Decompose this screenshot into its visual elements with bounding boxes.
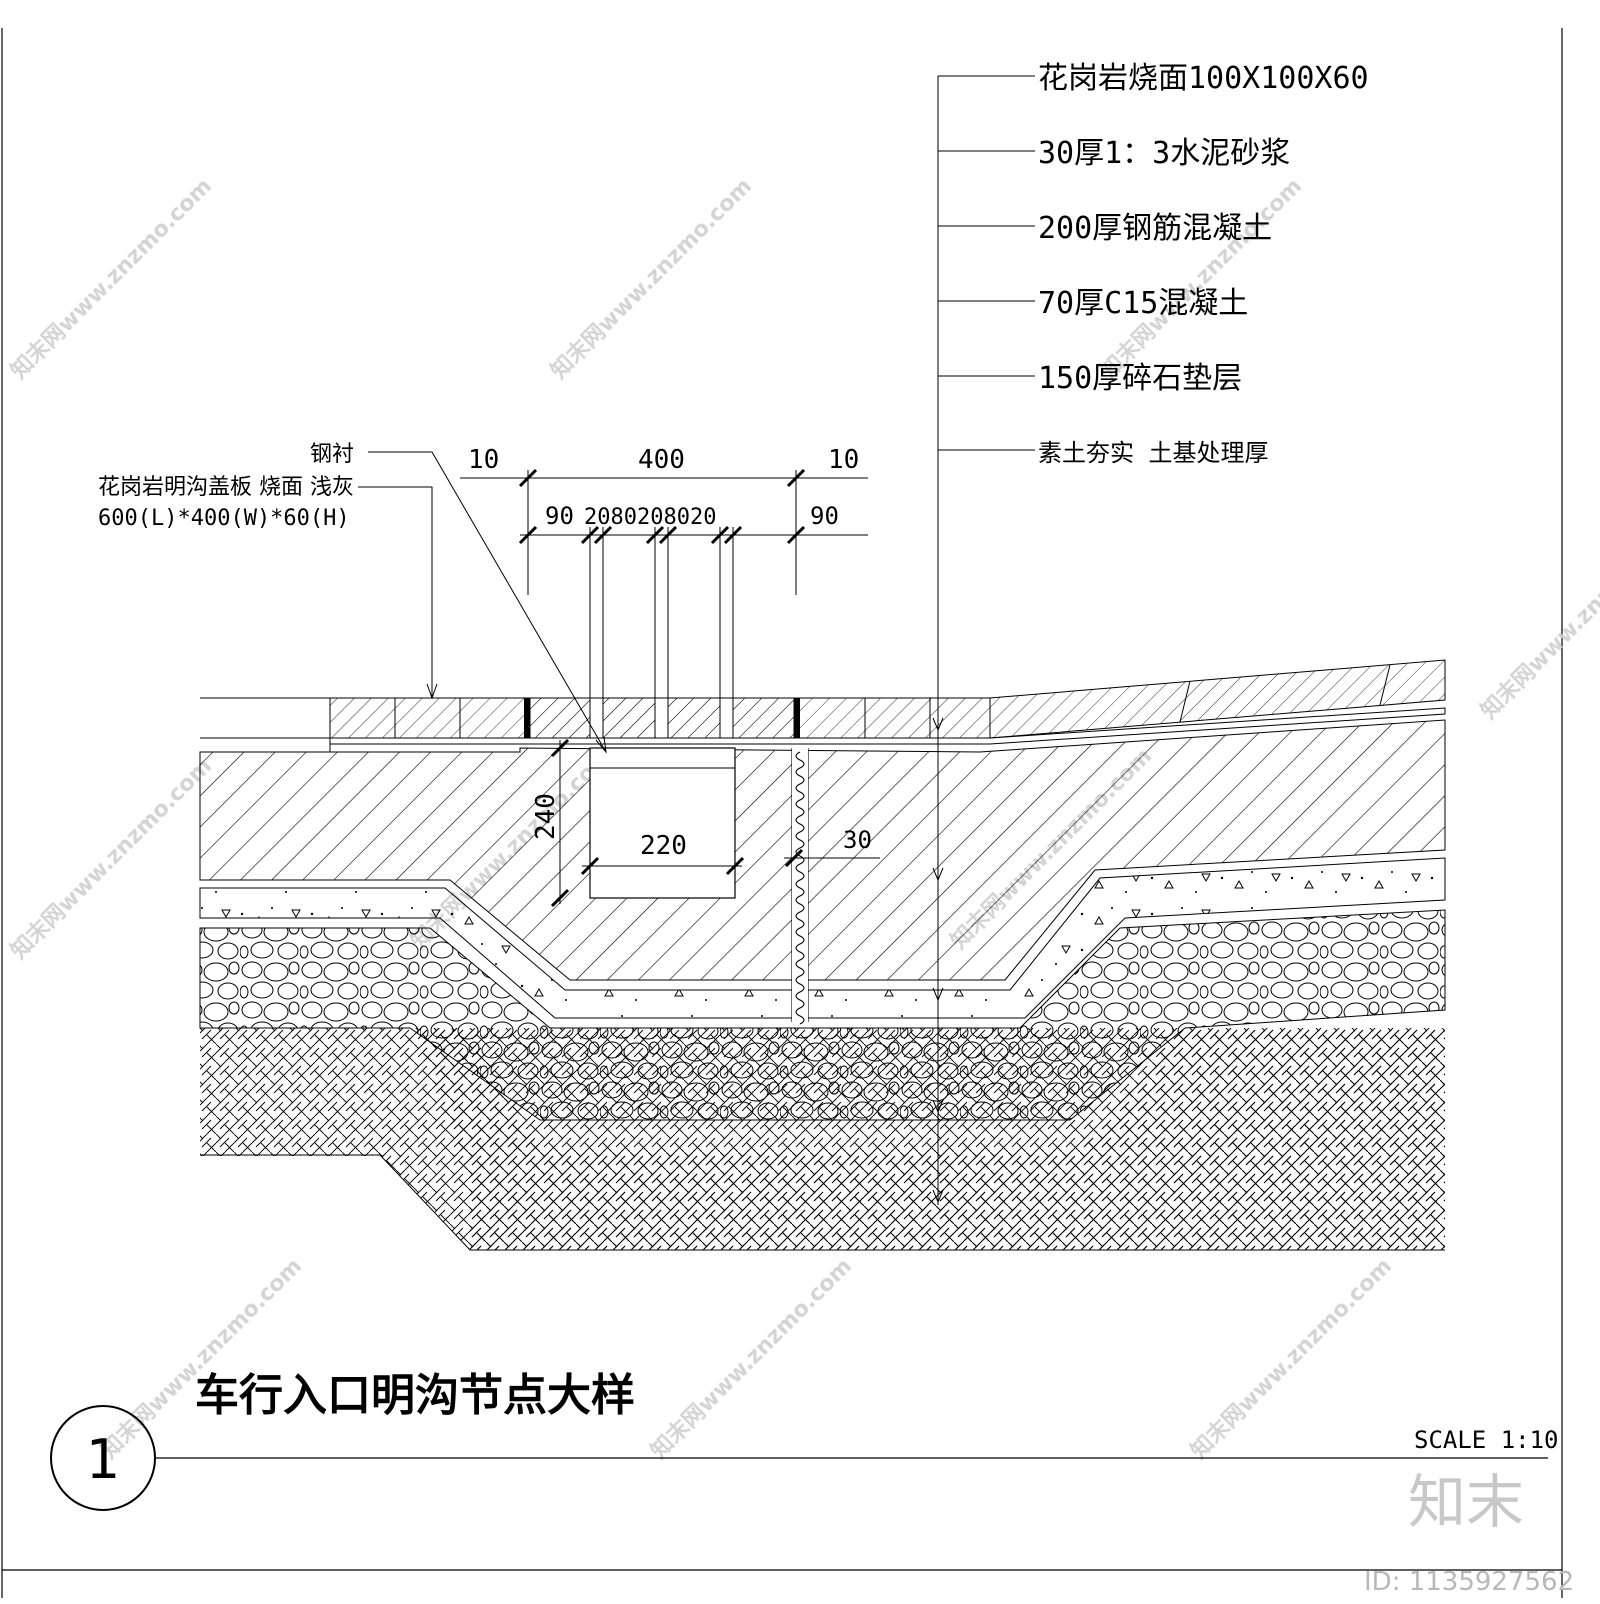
steel-lining-callout: 钢衬 (310, 442, 607, 754)
dim-10-left: 10 (468, 445, 499, 475)
dim-400: 400 (638, 445, 685, 475)
dim-220: 220 (640, 831, 687, 861)
dim-slots: 2080208020 (584, 505, 716, 530)
layer-label: 200厚钢筋混凝土 (1038, 211, 1272, 246)
section-view (199, 76, 1446, 1251)
drawing-scale: SCALE 1:10 (1414, 1426, 1559, 1454)
dim-30: 30 (843, 826, 872, 854)
reinforced-concrete-slab (199, 719, 1446, 981)
trench-dimensions (550, 738, 880, 908)
layer-leaders (938, 75, 1035, 451)
watermark-text: 知末网www.znzmo.com (546, 173, 757, 384)
layer-label: 素土夯实 土基处理厚 (1038, 439, 1268, 467)
cover-plate-slots (589, 697, 734, 739)
brand-logo: 知末 (1408, 1468, 1524, 1536)
layer-label: 30厚1：3水泥砂浆 (1038, 136, 1290, 171)
watermark-text: 知末网www.znzmo.com (6, 173, 217, 384)
cover-plate-label: 花岗岩明沟盖板 烧面 浅灰 (98, 475, 354, 500)
steel-lining-right (794, 698, 800, 738)
dim-10-right: 10 (828, 445, 859, 475)
image-id: ID: 1135927562 (1364, 1567, 1574, 1597)
top-dimension-labels: 10 400 10 90 2080208020 90 (468, 445, 859, 530)
watermark-text: 知末网www.znzmo.com (1476, 513, 1600, 724)
granite-paving-slope (989, 659, 1446, 739)
drain-trench (589, 747, 736, 899)
left-pavement-edge (200, 697, 331, 753)
watermark-text: 知末网www.znzmo.com (1096, 173, 1307, 384)
c15-concrete-layer (199, 857, 1446, 1019)
layer-label: 150厚碎石垫层 (1038, 361, 1242, 396)
cover-plate-size: 600(L)*400(W)*60(H) (98, 506, 350, 531)
dim-240: 240 (531, 793, 561, 840)
watermark-text: 知末网www.znzmo.com (1186, 1253, 1397, 1464)
gravel-layer (199, 909, 1446, 1121)
steel-lining-label: 钢衬 (310, 442, 354, 467)
steel-lining-left (524, 698, 530, 738)
top-dimensions (460, 468, 868, 698)
dim-90-right: 90 (810, 502, 839, 530)
drawing-title: 车行入口明沟节点大样 (195, 1370, 635, 1421)
layer-labels: 花岗岩烧面100X100X60 30厚1：3水泥砂浆 200厚钢筋混凝土 70厚… (1038, 61, 1369, 467)
dim-90-left: 90 (545, 502, 574, 530)
cover-plate-callout: 花岗岩明沟盖板 烧面 浅灰 600(L)*400(W)*60(H) (98, 475, 438, 700)
watermark-text: 知末网www.znzmo.com (646, 1253, 857, 1464)
watermark-text: 知末网www.znzmo.com (6, 753, 217, 964)
layer-label: 花岗岩烧面100X100X60 (1038, 61, 1369, 96)
layer-label: 70厚C15混凝土 (1038, 286, 1248, 321)
expansion-joint-filler (795, 751, 805, 1025)
watermark-text: 知末网www.znzmo.com (96, 1253, 307, 1464)
detail-number: 1 (86, 1428, 120, 1491)
title-block: 1 车行入口明沟节点大样 SCALE 1:10 (50, 1370, 1559, 1511)
